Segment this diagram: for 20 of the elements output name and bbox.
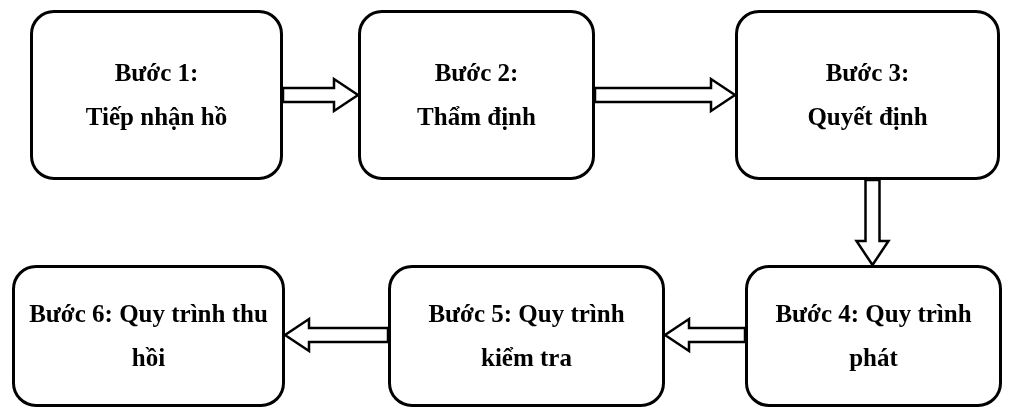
process-box — [735, 10, 1000, 180]
block-arrow — [282, 316, 390, 354]
block-arrow — [662, 316, 747, 354]
step-label: Thẩm định — [417, 102, 536, 132]
process-box — [745, 265, 1002, 407]
block-arrow — [281, 76, 361, 114]
step-label: Bước 1: — [114, 58, 199, 89]
block-arrow — [593, 76, 738, 114]
step-label: Bước 6: Quy trình thu hồi — [29, 299, 268, 373]
process-box — [358, 10, 595, 180]
step-label: Bước 2: — [434, 58, 519, 89]
step-label: Bước 4: Quy trình phát — [774, 299, 973, 373]
block-arrow — [854, 178, 891, 268]
step-label: Bước 5: Quy trình kiểm tra — [427, 299, 626, 373]
process-box — [12, 265, 285, 407]
step-label: Bước 3: — [825, 58, 910, 89]
step-label: Quyết định — [807, 102, 928, 132]
process-box — [388, 265, 665, 407]
step-label: Tiếp nhận hồ — [85, 102, 228, 132]
process-box — [30, 10, 283, 180]
